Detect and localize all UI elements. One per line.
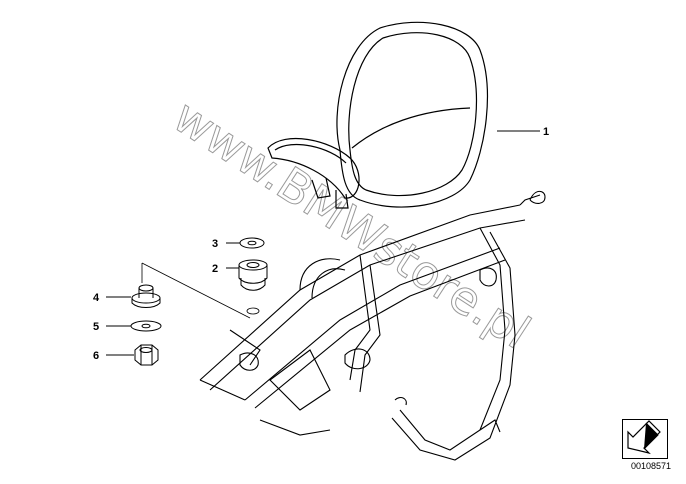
document-number: 00108571: [630, 461, 672, 471]
callout-1: 1: [543, 126, 549, 138]
callout-6: 6: [93, 350, 99, 362]
frame-part: [199, 190, 546, 461]
callout-2: 2: [212, 263, 218, 275]
washer-bottom-part[interactable]: [130, 320, 162, 332]
watermark-text: www.BMWstore.pl: [164, 89, 540, 359]
view-direction-arrow-icon: [622, 419, 668, 459]
callout-3: 3: [212, 238, 218, 250]
backrest-part[interactable]: [267, 21, 489, 209]
washer-top-part[interactable]: [239, 237, 265, 249]
rubber-mount-part[interactable]: [238, 259, 268, 291]
callout-4: 4: [93, 292, 100, 304]
assembly-lines: [141, 262, 260, 319]
hex-nut-part[interactable]: [134, 344, 159, 366]
spacer-sleeve-part[interactable]: [131, 284, 161, 308]
callout-5: 5: [93, 321, 99, 333]
